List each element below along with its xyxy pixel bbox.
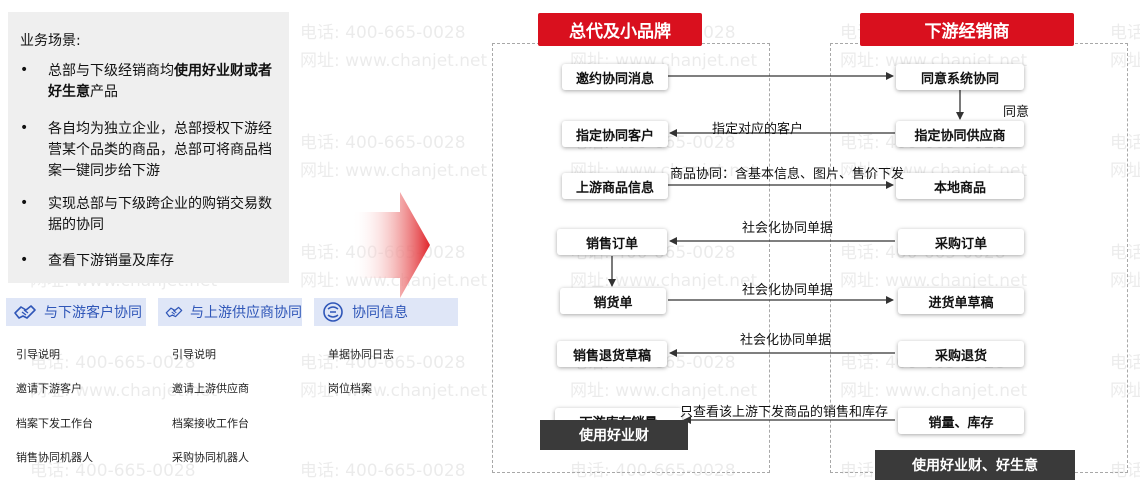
link-invite-customer[interactable]: 邀请下游客户: [16, 382, 82, 395]
link-archive-receive[interactable]: 档案接收工作台: [172, 417, 249, 430]
handshake-icon: [165, 306, 183, 318]
link-sales-robot[interactable]: 销售协同机器人: [16, 451, 93, 464]
node-purchase-draft: 进货单草稿: [898, 288, 1024, 314]
bullet-1-lead: 总部与下级经销商均: [48, 63, 174, 79]
link-invite-supplier[interactable]: 邀请上游供应商: [172, 382, 249, 395]
bullet-dot: •: [20, 252, 29, 268]
label-agree: 同意: [1003, 105, 1030, 120]
flow-arrow-icon: [352, 192, 430, 298]
node-purchase-order: 采购订单: [898, 229, 1024, 255]
link-guide[interactable]: 引导说明: [172, 348, 216, 361]
link-position-archive[interactable]: 岗位档案: [328, 382, 372, 395]
share-icon: [323, 302, 343, 322]
bullet-dot: •: [20, 120, 29, 136]
scenario-title: 业务场景:: [20, 33, 81, 49]
label-assign-customer: 指定对应的客户: [712, 122, 804, 137]
downstream-header: 下游经销商: [860, 13, 1074, 46]
label-product-sync: 商品协同：含基本信息、图片、售价下发: [670, 167, 905, 182]
node-return-draft: 销售退货草稿: [557, 341, 667, 367]
label-social-return: 社会化协同单据: [740, 333, 832, 348]
node-purchase-return: 采购退货: [898, 341, 1024, 367]
label-social-delivery: 社会化协同单据: [742, 283, 834, 298]
node-delivery: 销货单: [560, 288, 666, 314]
bullet-dot: •: [20, 195, 29, 211]
upstream-footer: 使用好业财: [540, 420, 688, 450]
bullet-text-2: 各自均为独立企业，总部授权下游经营某个品类的商品，总部可将商品档案一键同步给下游: [48, 121, 272, 179]
node-assign-supplier: 指定协同供应商: [896, 121, 1024, 147]
upstream-header: 总代及小品牌: [538, 13, 702, 46]
tab-upstream-supplier[interactable]: 与上游供应商协同: [158, 298, 302, 326]
bullet-1-bold: 使用好业财或者好生意: [48, 63, 272, 100]
label-social-order: 社会化协同单据: [742, 221, 834, 236]
bullet-text-4: 查看下游销量及库存: [48, 253, 174, 269]
tab-label: 协同信息: [352, 305, 408, 321]
node-invite-msg: 邀约协同消息: [562, 64, 668, 90]
link-archive-distribute[interactable]: 档案下发工作台: [16, 417, 93, 430]
link-doc-log[interactable]: 单据协同日志: [328, 348, 394, 361]
downstream-footer: 使用好业财、好生意: [875, 450, 1075, 480]
tab-downstream-customer[interactable]: 与下游客户协同: [6, 298, 146, 326]
scenario-panel: 业务场景: • 总部与下级经销商均使用好业财或者好生意产品 • 各自均为独立企业…: [8, 12, 289, 283]
tab-collab-info[interactable]: 协同信息: [314, 298, 458, 326]
node-sales-order: 销售订单: [557, 229, 667, 255]
node-sales-stock: 销量、库存: [898, 408, 1024, 434]
tab-label: 与上游供应商协同: [190, 305, 302, 321]
bullet-text-3: 实现总部与下级跨企业的购销交易数据的协同: [48, 196, 272, 233]
bullet-text-1: 总部与下级经销商均使用好业财或者好生意产品: [48, 61, 280, 103]
link-purchase-robot[interactable]: 采购协同机器人: [172, 451, 249, 464]
node-assign-customer: 指定协同客户: [562, 121, 668, 147]
link-guide[interactable]: 引导说明: [16, 348, 60, 361]
label-view-stock: 只查看该上游下发商品的销售和库存: [680, 405, 889, 420]
handshake-icon: [14, 305, 36, 319]
bullet-dot: •: [20, 62, 29, 78]
tab-label: 与下游客户协同: [44, 305, 142, 321]
bullet-1-tail: 产品: [90, 84, 118, 100]
node-upstream-product: 上游商品信息: [562, 173, 668, 199]
node-local-product: 本地商品: [896, 173, 1024, 199]
node-agree-sync: 同意系统协同: [896, 64, 1024, 90]
